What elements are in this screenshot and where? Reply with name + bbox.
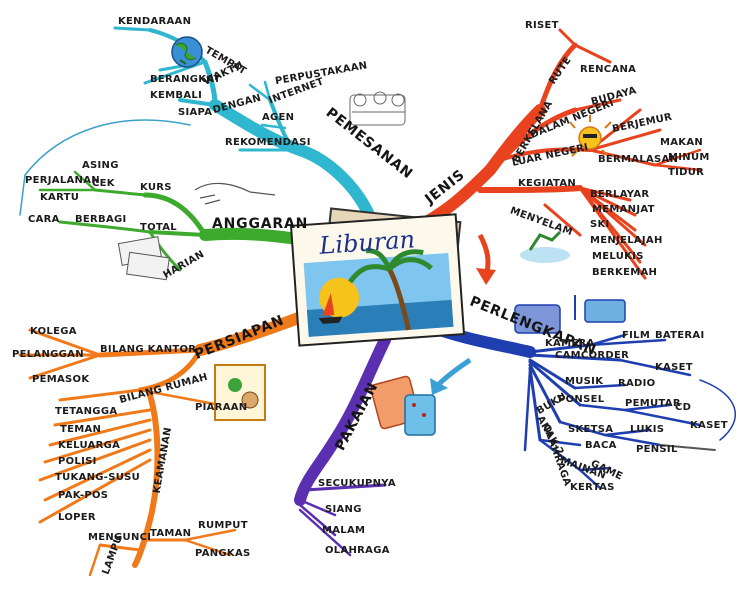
label-memanjat: MEMANJAT bbox=[592, 204, 655, 215]
label-pemasok: PEMASOK bbox=[32, 374, 90, 385]
label-pensil: PENSIL bbox=[636, 444, 678, 455]
label-cara: CARA bbox=[28, 214, 60, 225]
blue-arrow-icon bbox=[430, 357, 472, 395]
label-game: GAME bbox=[589, 458, 624, 482]
label-pak-pos: PAK-POS bbox=[58, 490, 108, 501]
hand-sketch-icon bbox=[194, 182, 276, 205]
label-asing: ASING bbox=[82, 160, 119, 171]
meeting-sketch-icon bbox=[349, 91, 406, 126]
label-cek: CEK bbox=[92, 178, 116, 189]
pet-window-icon bbox=[214, 364, 266, 421]
branch-label-anggaran: ANGGARAN bbox=[212, 216, 308, 232]
label-siang: SIANG bbox=[325, 504, 362, 515]
label-tidur: TIDUR bbox=[668, 167, 704, 178]
label-rencana: RENCANA bbox=[580, 64, 636, 75]
label-rekomendasi: REKOMENDASI bbox=[225, 137, 311, 148]
label-olahraga-2: OLAHRAGA bbox=[325, 545, 390, 556]
label-mengunci: MENGUNCI bbox=[88, 532, 151, 543]
label-pangkas: PANGKAS bbox=[195, 548, 251, 559]
branch-label-persiapan: PERSIAPAN bbox=[192, 312, 287, 363]
label-kamera: KAMERA bbox=[545, 338, 595, 349]
label-baca: BACA bbox=[585, 440, 617, 451]
label-tukang-susu: TUKANG-SUSU bbox=[55, 472, 140, 483]
label-rumput: RUMPUT bbox=[198, 520, 248, 531]
center-image bbox=[289, 207, 466, 347]
label-berlayar: BERLAYAR bbox=[590, 189, 649, 200]
label-musik: MUSIK bbox=[565, 376, 604, 387]
luggage-sketch-icon bbox=[514, 295, 626, 334]
label-cd: CD bbox=[675, 402, 691, 413]
label-makan: MAKAN bbox=[660, 137, 703, 148]
label-kartu: KARTU bbox=[40, 192, 79, 203]
label-pelanggan: PELANGGAN bbox=[12, 349, 84, 360]
label-kaset-2: KASET bbox=[690, 420, 728, 431]
label-ski: SKI bbox=[590, 219, 610, 230]
globe-icon bbox=[171, 36, 203, 68]
label-malam: MALAM bbox=[322, 525, 365, 536]
label-kertas: KERTAS bbox=[570, 482, 615, 493]
label-loper: LOPER bbox=[58, 512, 96, 523]
label-kembali: KEMBALI bbox=[150, 90, 202, 101]
label-taman: TAMAN bbox=[150, 528, 191, 539]
branch-pakaian bbox=[294, 334, 391, 557]
label-film: FILM bbox=[622, 330, 650, 341]
label-melukis: MELUKIS bbox=[592, 251, 644, 262]
label-total: TOTAL bbox=[140, 222, 177, 233]
label-berjemur: BERJEMUR bbox=[611, 112, 673, 135]
label-radio: RADIO bbox=[618, 378, 655, 389]
label-kolega: KOLEGA bbox=[30, 326, 77, 337]
label-baterai: BATERAI bbox=[655, 330, 705, 341]
label-teman: TEMAN bbox=[60, 424, 101, 435]
label-polisi: POLISI bbox=[58, 456, 97, 467]
label-lukis: LUKIS bbox=[630, 424, 664, 435]
label-bilang-kantor: BILANG KANTOR bbox=[100, 344, 196, 355]
clothes-sketch-icon bbox=[370, 375, 436, 436]
label-camcorder: CAMCORDER bbox=[555, 350, 629, 361]
diver-sketch-icon bbox=[520, 230, 570, 263]
label-minum: MINUM bbox=[668, 152, 710, 163]
label-pemutar: PEMUTAR bbox=[625, 398, 681, 409]
label-menjelajah: MENJELAJAH bbox=[590, 235, 663, 246]
center-title: Liburan bbox=[318, 225, 416, 260]
label-siapa: SIAPA bbox=[178, 107, 212, 118]
label-kaset-1: KASET bbox=[655, 362, 693, 373]
label-ponsel: PONSEL bbox=[558, 394, 605, 405]
money-sketch-icon bbox=[117, 236, 170, 281]
label-rute: RUTE bbox=[547, 55, 574, 86]
label-kegiatan: KEGIATAN bbox=[518, 178, 576, 189]
label-berkemah: BERKEMAH bbox=[592, 267, 657, 278]
sun-icon bbox=[569, 115, 612, 157]
label-agen: AGEN bbox=[262, 112, 294, 123]
label-secukupnya: SECUKUPNYA bbox=[318, 478, 396, 489]
label-riset: RISET bbox=[525, 20, 559, 31]
label-keluarga: KELUARGA bbox=[58, 440, 120, 451]
label-perjalanan: PERJALANAN bbox=[25, 175, 100, 186]
label-bermalasan: BERMALASAN bbox=[598, 154, 678, 165]
label-berangkat: BERANGKAT bbox=[150, 74, 221, 85]
label-kendaraan: KENDARAAN bbox=[118, 16, 191, 27]
label-sketsa: SKETSA bbox=[568, 424, 613, 435]
label-piaraan: PIARAAN bbox=[195, 402, 247, 413]
label-tetangga: TETANGGA bbox=[55, 406, 117, 417]
label-kurs: KURS bbox=[140, 182, 172, 193]
red-arrow-icon bbox=[476, 233, 496, 285]
label-berbagi: BERBAGI bbox=[75, 214, 127, 225]
